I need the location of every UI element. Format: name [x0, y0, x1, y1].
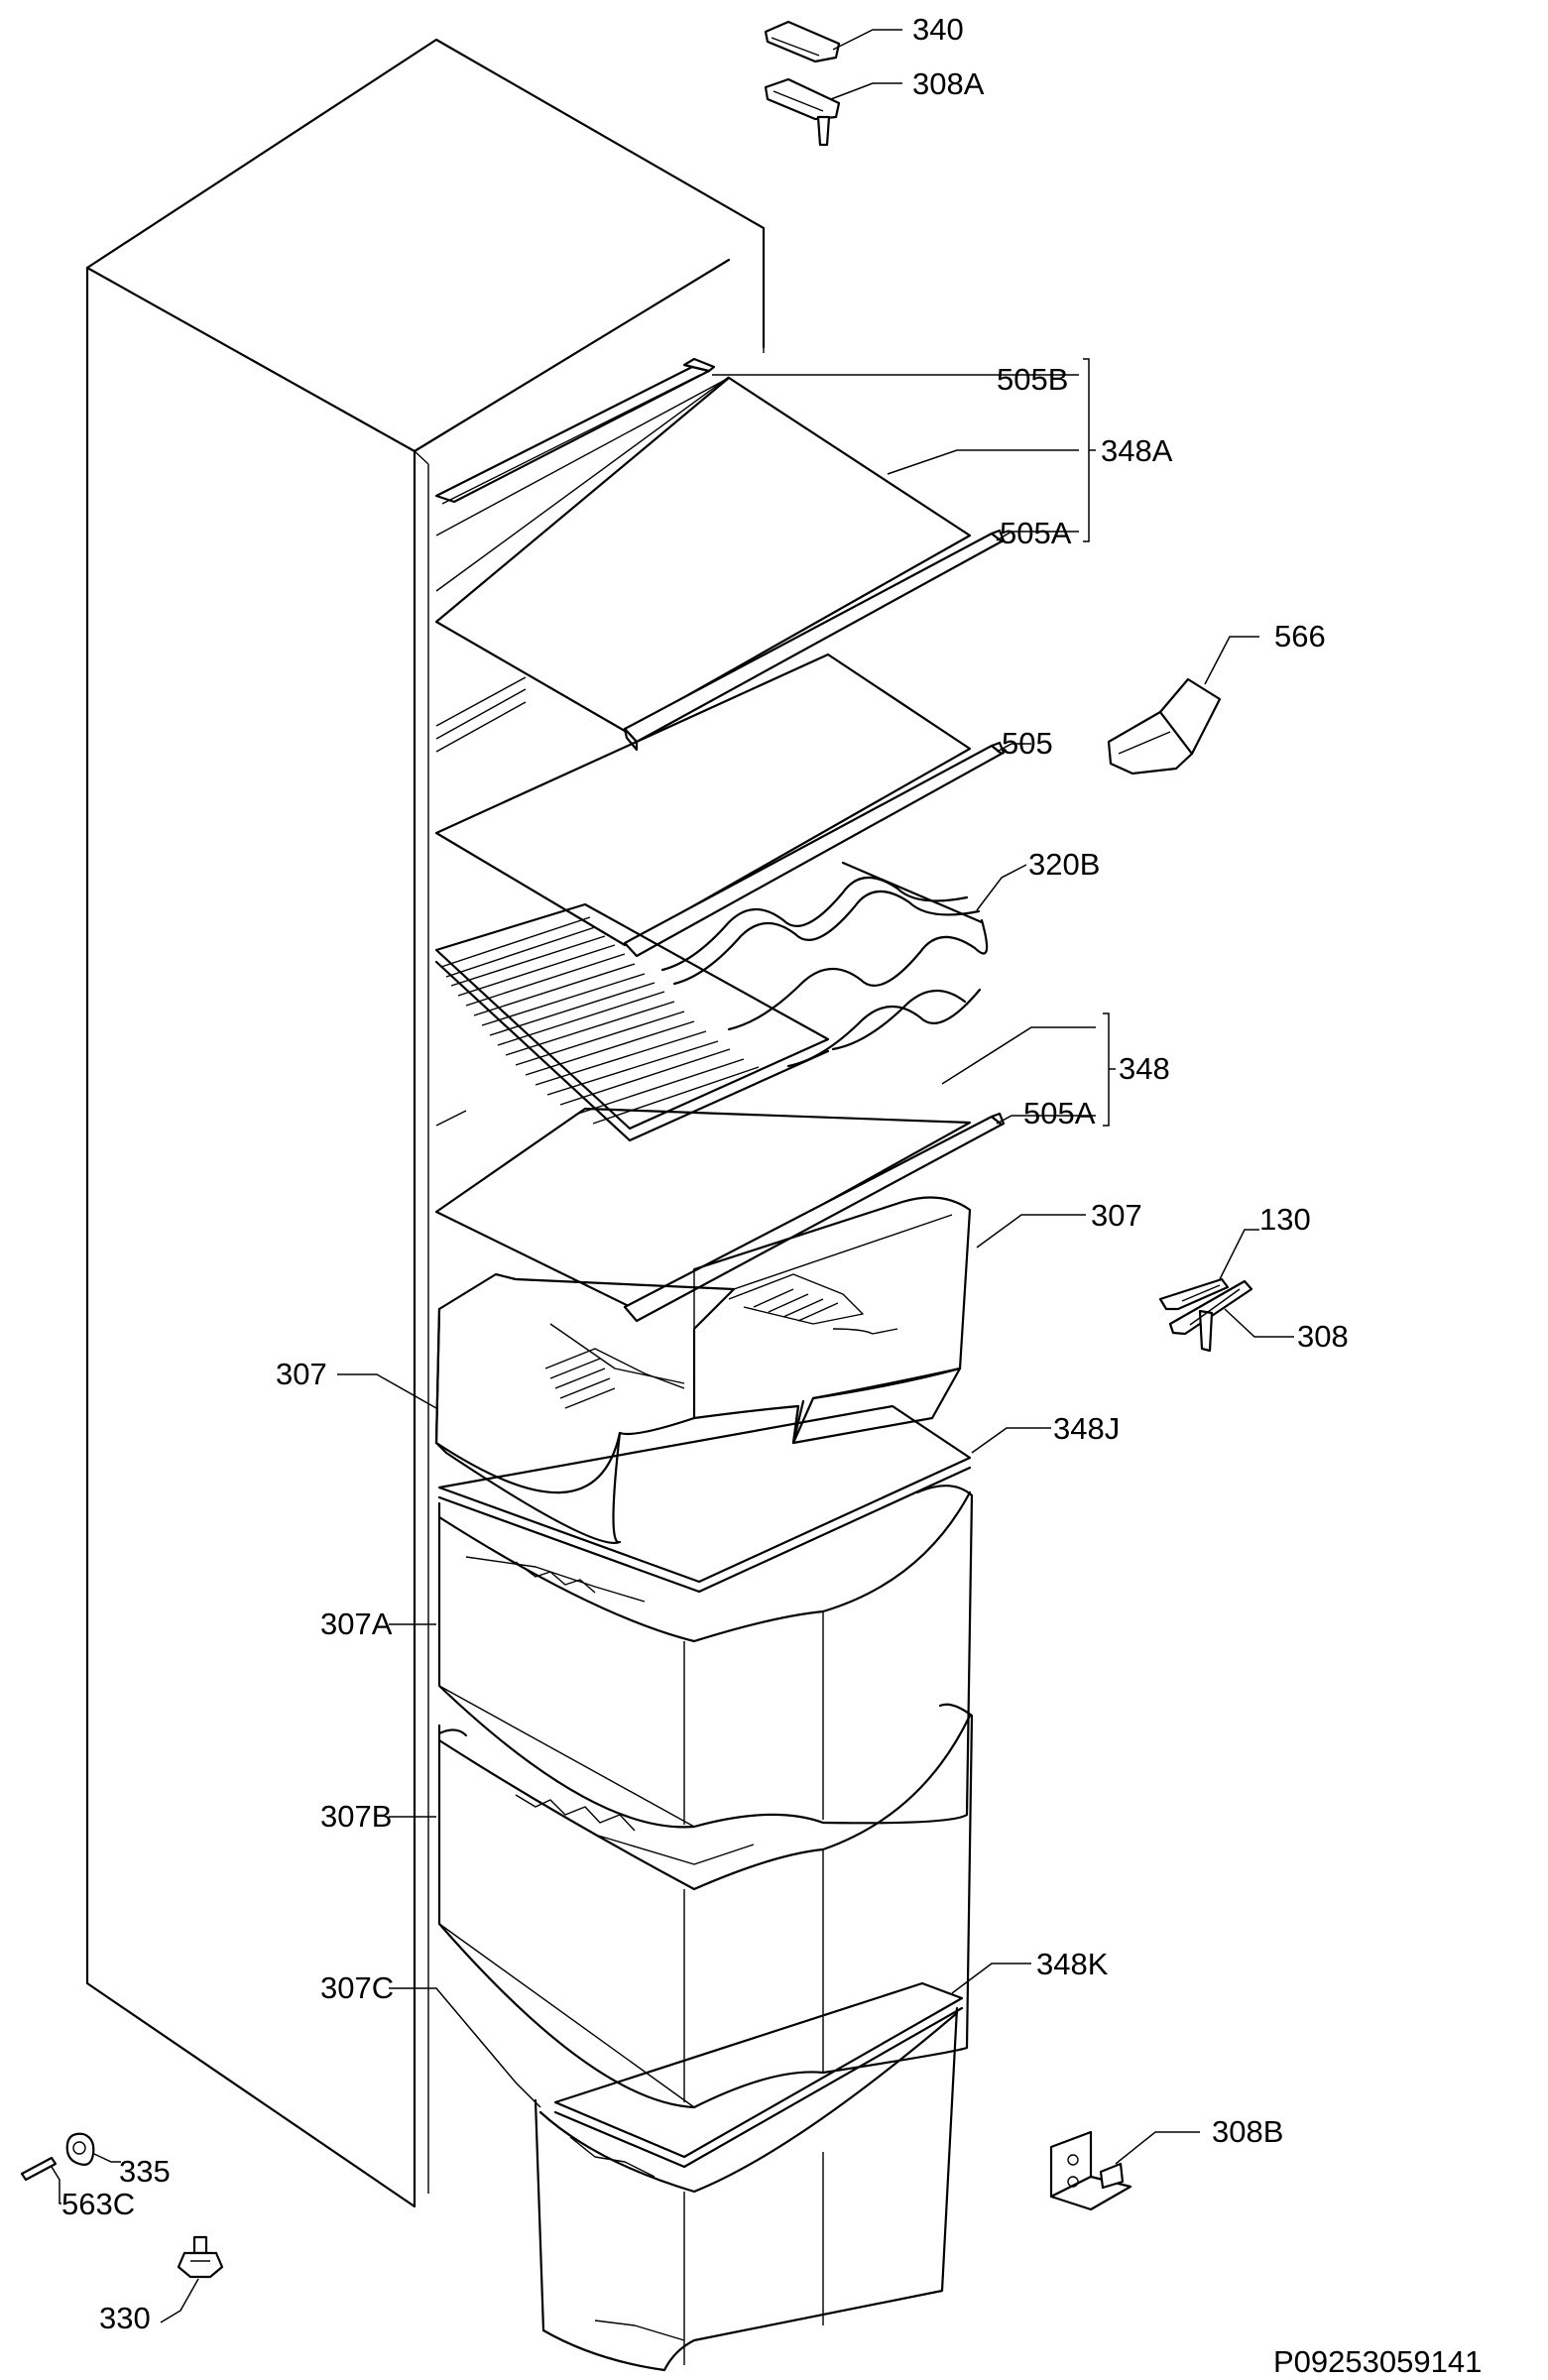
label-505B: 505B	[997, 362, 1068, 397]
label-348: 348	[1119, 1051, 1170, 1086]
label-307-left: 307	[276, 1357, 327, 1391]
hinge-308B: 308B	[1049, 2114, 1283, 2211]
shelf-505: 505	[434, 653, 1053, 958]
diagram-code: P09253059141	[1273, 2344, 1482, 2379]
drawer-307	[434, 1196, 972, 1544]
label-307A: 307A	[320, 1606, 393, 1641]
wire-shelf	[434, 902, 830, 1142]
part-308A-hinge: 308A	[764, 66, 985, 147]
label-307C: 307C	[320, 1970, 394, 2005]
label-340: 340	[912, 12, 964, 47]
label-308B: 308B	[1212, 2114, 1283, 2149]
part-340-cover: 340	[764, 12, 964, 63]
drawer-307A: 307A	[320, 1485, 974, 1829]
drawer-307C: 307C	[320, 1970, 959, 2372]
label-563C: 563C	[61, 2187, 135, 2221]
label-307B: 307B	[320, 1799, 392, 1834]
part-563C-pin: 563C	[20, 2156, 135, 2221]
part-330-foot: 330	[99, 2235, 224, 2335]
shelf-348A	[434, 357, 1006, 752]
label-307-right: 307	[1091, 1198, 1142, 1233]
label-335: 335	[119, 2154, 171, 2189]
label-505: 505	[1002, 726, 1053, 761]
label-348A: 348A	[1101, 433, 1173, 468]
leaders-348A: 505B 348A 505A	[712, 358, 1173, 550]
label-130: 130	[1259, 1202, 1311, 1237]
label-308A: 308A	[912, 66, 985, 101]
part-335-roller: 335	[65, 2132, 171, 2189]
label-308: 308	[1297, 1319, 1349, 1354]
shelf-348J: 348J	[437, 1404, 1120, 1594]
shelf-348: 348 505A	[434, 1012, 1170, 1323]
shelf-348K: 348K	[553, 1947, 1109, 2169]
label-505A-mid: 505A	[1023, 1096, 1096, 1130]
cabinet-body	[85, 38, 766, 2208]
label-330: 330	[99, 2301, 151, 2335]
label-348J: 348J	[1053, 1411, 1120, 1446]
label-566: 566	[1274, 619, 1326, 654]
drawer-307B: 307B	[320, 1703, 974, 2109]
leaders-307: 307 307	[276, 1198, 1142, 1409]
hinge-130-308: 130 308	[1158, 1202, 1349, 1354]
label-348K: 348K	[1036, 1947, 1109, 1981]
label-505A-top: 505A	[1000, 516, 1072, 550]
bottle-rack-320B: 320B	[660, 847, 1100, 1068]
part-566-bracket: 566	[1107, 619, 1326, 775]
label-320B: 320B	[1028, 847, 1100, 882]
